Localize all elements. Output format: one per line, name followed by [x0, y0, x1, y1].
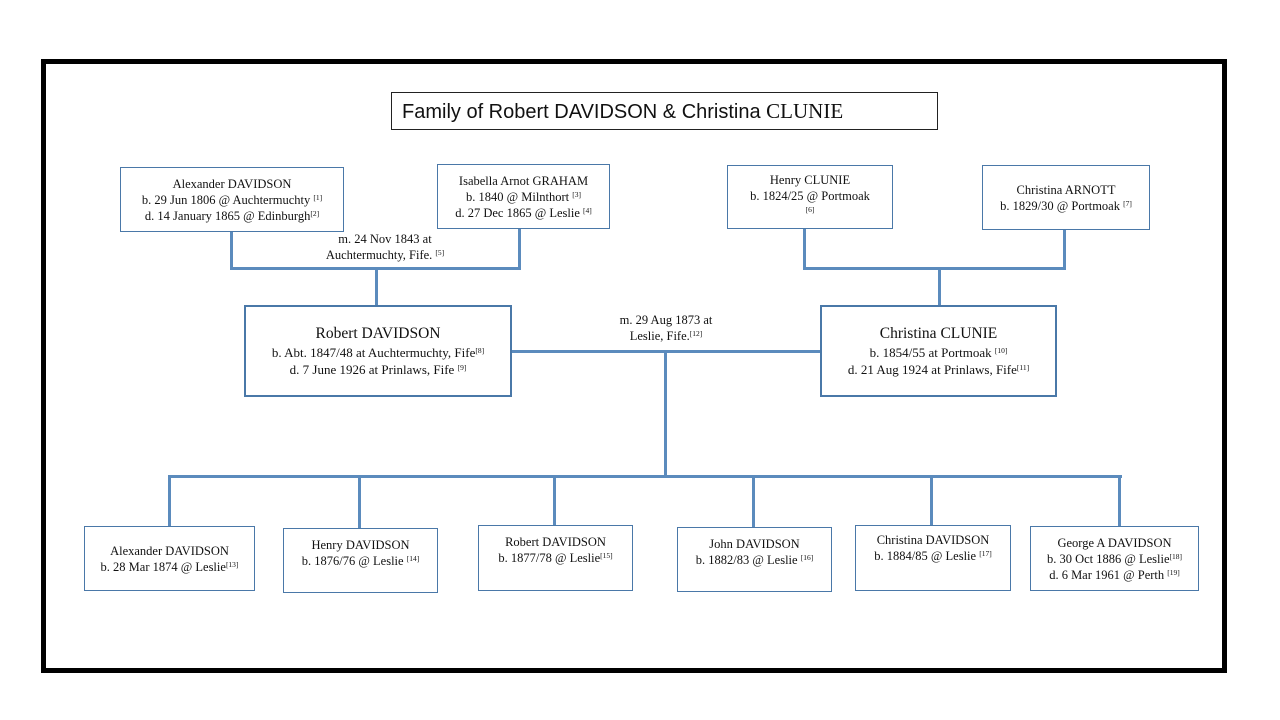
person-name: Robert DAVIDSON — [315, 325, 441, 342]
person-name: Christina CLUNIE — [879, 325, 998, 342]
child-john-davidson: John DAVIDSON b. 1882/83 @ Leslie [16] — [677, 527, 832, 592]
child-george-a-davidson: George A DAVIDSON b. 30 Oct 1886 @ Lesli… — [1030, 526, 1199, 591]
person-birth: b. 1824/25 @ Portmoak — [750, 189, 870, 203]
person-henry-clunie: Henry CLUNIE b. 1824/25 @ Portmoak [6] — [727, 165, 893, 229]
birth-ref: [18] — [1169, 551, 1183, 561]
person-name: Henry CLUNIE — [769, 173, 851, 187]
person-name: Christina DAVIDSON — [876, 533, 990, 547]
child-henry-davidson: Henry DAVIDSON b. 1876/76 @ Leslie [14] — [283, 528, 438, 593]
connector-child-alexander — [168, 475, 171, 527]
birth-ref: [1] — [313, 192, 323, 202]
person-name: Alexander DAVIDSON — [172, 176, 292, 191]
death-ref: [4] — [583, 205, 592, 215]
birth-ref: [17] — [979, 549, 992, 558]
child-christina-davidson: Christina DAVIDSON b. 1884/85 @ Leslie [… — [855, 525, 1011, 591]
person-death: d. 21 Aug 1924 at Prinlaws, Fife[11] — [847, 362, 1030, 377]
person-christina-clunie: Christina CLUNIE b. 1854/55 at Portmoak … — [820, 305, 1057, 397]
birth-ref: [15] — [600, 551, 613, 560]
person-birth: b. 1882/83 @ Leslie [16] — [695, 553, 814, 567]
birth-ref: [16] — [800, 553, 814, 562]
title-surname: CLUNIE — [766, 99, 844, 123]
marriage-line2: Leslie, Fife.[12] — [629, 329, 703, 343]
marriage-ref: [12] — [689, 329, 703, 338]
birth-ref: [10] — [994, 346, 1008, 355]
person-name: John DAVIDSON — [709, 537, 800, 551]
person-name: George A DAVIDSON — [1057, 535, 1172, 550]
connector-isabella-down — [518, 228, 521, 270]
connector-to-robert — [375, 267, 378, 306]
child-robert-davidson: Robert DAVIDSON b. 1877/78 @ Leslie[15] — [478, 525, 633, 591]
person-birth: b. Abt. 1847/48 at Auchtermuchty, Fife[8… — [271, 345, 485, 360]
person-name: Henry DAVIDSON — [311, 538, 410, 552]
connector-alexander-down — [230, 231, 233, 270]
person-death: d. 7 June 1926 at Prinlaws, Fife [9] — [289, 362, 467, 377]
connector-children-bar — [168, 475, 1122, 478]
birth-ref: [3] — [572, 189, 582, 199]
person-birth: b. 1854/55 at Portmoak [10] — [869, 345, 1008, 360]
birth-ref: [7] — [1123, 198, 1132, 208]
person-death: d. 14 January 1865 @ Edinburgh[2] — [144, 208, 320, 223]
person-name: Robert DAVIDSON — [505, 535, 606, 549]
person-name: Isabella Arnot GRAHAM — [458, 173, 589, 188]
connector-to-christina — [938, 267, 941, 306]
connector-child-christina — [930, 475, 933, 526]
person-birth: b. 1884/85 @ Leslie [17] — [874, 549, 992, 563]
connector-child-robert — [553, 475, 556, 526]
birth-ref: [8] — [475, 346, 485, 355]
connector-couple-down — [664, 350, 667, 478]
person-birth: b. 1840 @ Milnthort [3] — [465, 189, 582, 204]
connector-clunie-arnott-marriage — [803, 267, 1066, 270]
child-alexander-davidson: Alexander DAVIDSON b. 28 Mar 1874 @ Lesl… — [84, 526, 255, 591]
connector-child-john — [752, 475, 755, 528]
person-birth: b. 1877/78 @ Leslie[15] — [498, 551, 613, 565]
death-ref: [9] — [457, 363, 467, 372]
connector-child-george — [1118, 475, 1121, 527]
marriage-line1: m. 29 Aug 1873 at — [619, 313, 713, 327]
title-prefix: Family of Robert DAVIDSON & Christina — [402, 101, 767, 123]
connector-child-henry — [358, 475, 361, 529]
person-birth: b. 30 Oct 1886 @ Leslie[18] — [1046, 551, 1183, 566]
connector-henry-down — [803, 228, 806, 270]
birth-ref: [6] — [805, 205, 815, 214]
person-birth: b. 1876/76 @ Leslie [14] — [301, 554, 420, 568]
marriage-note-davidson-clunie: m. 29 Aug 1873 at Leslie, Fife.[12] — [586, 312, 746, 344]
connector-christina-arnott-down — [1063, 229, 1066, 270]
marriage-ref: [5] — [435, 248, 445, 257]
marriage-note-davidson-graham: m. 24 Nov 1843 at Auchtermuchty, Fife. [… — [305, 231, 465, 263]
marriage-line1: m. 24 Nov 1843 at — [338, 232, 432, 246]
chart-frame — [41, 59, 1227, 673]
person-name: Christina ARNOTT — [1016, 182, 1116, 197]
person-christina-arnott: Christina ARNOTT b. 1829/30 @ Portmoak [… — [982, 165, 1150, 230]
person-birth: b. 28 Mar 1874 @ Leslie[13] — [100, 559, 239, 574]
death-ref: [2] — [310, 208, 320, 218]
chart-title: Family of Robert DAVIDSON & Christina CL… — [391, 92, 938, 130]
person-alexander-davidson-sr: Alexander DAVIDSON b. 29 Jun 1806 @ Auch… — [120, 167, 344, 232]
person-death: d. 6 Mar 1961 @ Perth [19] — [1049, 567, 1180, 582]
death-ref: [11] — [1016, 363, 1030, 372]
death-ref: [19] — [1167, 567, 1180, 577]
person-death: d. 27 Dec 1865 @ Leslie [4] — [455, 205, 592, 220]
person-isabella-arnot-graham: Isabella Arnot GRAHAM b. 1840 @ Milnthor… — [437, 164, 610, 229]
birth-ref: [13] — [225, 559, 239, 569]
birth-ref: [14] — [406, 554, 420, 563]
person-name: Alexander DAVIDSON — [110, 543, 229, 558]
marriage-line2: Auchtermuchty, Fife. [5] — [325, 248, 445, 262]
person-birth: b. 1829/30 @ Portmoak [7] — [1000, 198, 1132, 213]
person-birth: b. 29 Jun 1806 @ Auchtermuchty [1] — [141, 192, 323, 207]
person-robert-davidson: Robert DAVIDSON b. Abt. 1847/48 at Aucht… — [244, 305, 512, 397]
